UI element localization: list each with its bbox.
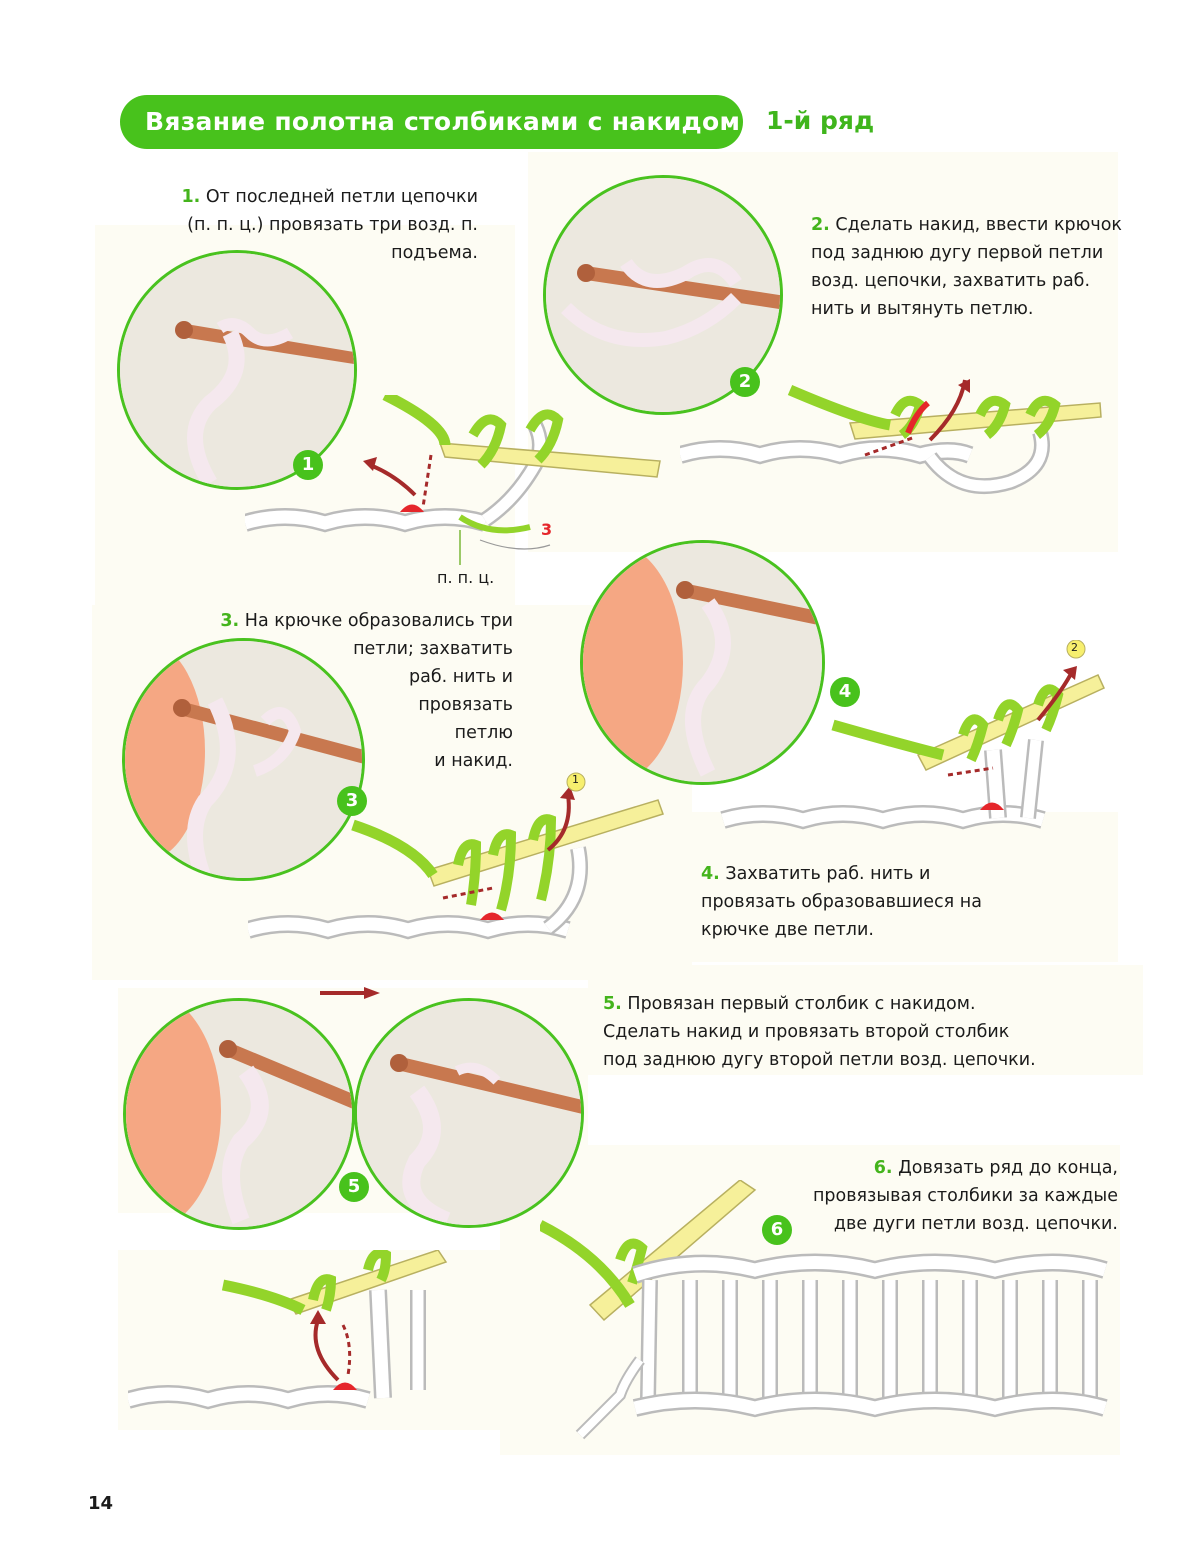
step-line: под заднюю дугу второй петли возд. цепоч… [603,1050,1036,1070]
step-line: Сделать накид, ввести крючок [835,215,1122,235]
step-2-text: 2. Сделать накид, ввести крючок под задн… [811,211,1131,323]
step-4-text: 4. Захватить раб. нить и провязать образ… [701,860,1031,944]
circled-one-label: 1 [572,773,579,786]
step-5-photo-b [354,998,584,1228]
step-line: Провязан первый столбик с накидом. [627,994,976,1014]
step-2-diagram [680,379,1102,495]
step-badge: 6 [762,1215,792,1245]
step-badge: 3 [337,786,367,816]
step-line: и накид. [434,751,513,771]
step-line: подъема. [391,243,478,263]
step-4-photo [580,540,825,785]
step-badge: 5 [339,1172,369,1202]
step-line: возд. цепочки, захватить раб. [811,271,1091,291]
step-badge: 2 [730,367,760,397]
photo-hook-illustration [583,543,822,782]
step-line: петлю [454,723,513,743]
step-badge: 1 [293,450,323,480]
step-1-text: 1. От последней петли цепочки (п. п. ц.)… [78,183,478,267]
step-1-diagram [245,395,661,565]
step-6-diagram [540,1180,1108,1440]
row-label: 1-й ряд [766,106,875,135]
ppc-label: п. п. ц. [437,568,495,587]
step-number: 2. [811,215,830,235]
arrow-right-icon [320,987,380,999]
step-line: Довязать ряд до конца, [898,1158,1118,1178]
step-6-text: 6. Довязать ряд до конца, провязывая сто… [738,1154,1118,1238]
step-line: От последней петли цепочки [205,187,478,207]
step-1-marker-three: 3 [541,520,553,539]
step-number: 3. [220,611,240,631]
step-line: провязать [418,695,513,715]
step-line: На крючке образовались три [244,611,513,631]
step-line: провязать образовавшиеся на [701,892,982,912]
photo-hook-illustration [120,253,354,487]
step-number: 6. [873,1158,893,1178]
page-title: Вязание полотна столбиками с накидом [120,95,743,149]
photo-hook-illustration [125,641,362,878]
step-number: 5. [603,994,622,1014]
step-badge: 4 [830,677,860,707]
step-5-photo-a [123,998,355,1230]
step-3-photo [122,638,365,881]
page-number: 14 [88,1493,114,1514]
step-3-text: 3. На крючке образовались три петли; зах… [113,607,513,775]
step-line: петли; захватить [353,639,513,659]
photo-hook-illustration [126,1001,352,1227]
step-line: нить и вытянуть петлю. [811,299,1034,319]
step-line: (п. п. ц.) провязать три возд. п. [187,215,478,235]
step-line: раб. нить и [408,667,513,687]
step-line: под заднюю дугу первой петли [811,243,1104,263]
step5b-panel [588,965,1143,1075]
step-1-photo [117,250,357,490]
step-line: Сделать накид и провязать второй столбик [603,1022,1010,1042]
step-line: крючке две петли. [701,920,874,940]
step-5-text: 5. Провязан первый столбик с накидом. Сд… [603,990,1123,1074]
step-line: Захватить раб. нить и [725,864,931,884]
step-line: провязывая столбики за каждые [812,1186,1118,1206]
step-5-diagram [128,1250,448,1410]
step4-panel [692,812,1118,962]
step-4-diagram [720,640,1105,830]
step-number: 4. [701,864,720,884]
circled-two-label: 2 [1071,641,1078,654]
photo-hook-illustration [357,1001,581,1225]
step-line: две дуги петли возд. цепочки. [833,1214,1118,1234]
step-number: 1. [181,187,201,207]
step-3-diagram [248,772,664,940]
